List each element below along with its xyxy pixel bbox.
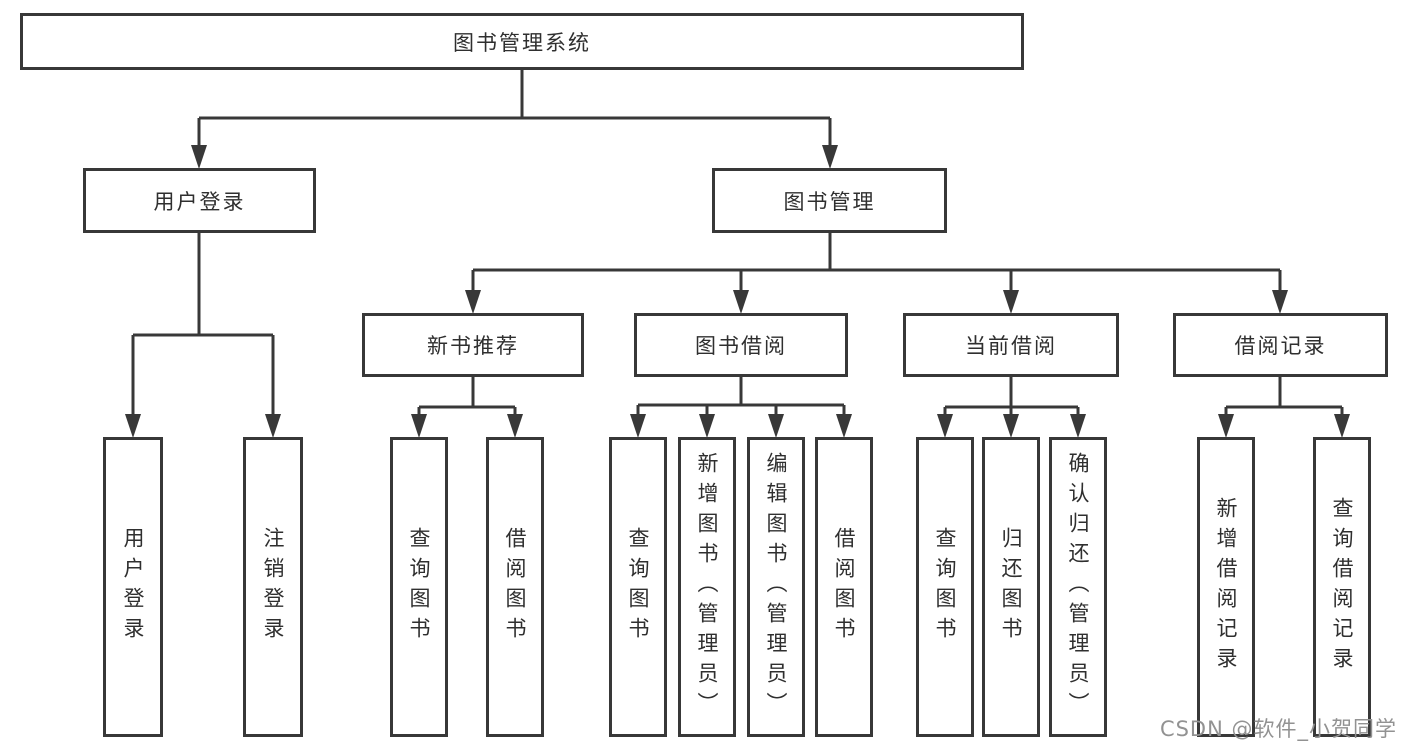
- node-book-borrow: 图书借阅: [634, 313, 848, 377]
- arrow-icon: [699, 414, 715, 438]
- arrow-icon: [768, 414, 784, 438]
- arrow-icon: [1334, 414, 1350, 438]
- arrow-icon: [1070, 414, 1086, 438]
- leaf-logout: 注销登录: [243, 437, 303, 737]
- leaf-borrow-books-recommend: 借阅图书: [486, 437, 544, 737]
- leaf-borrow-books: 借阅图书: [815, 437, 873, 737]
- arrow-icon: [836, 414, 852, 438]
- connector-borrowrecords-to-leaves: [1224, 377, 1344, 417]
- leaf-query-books-current: 查询图书: [916, 437, 974, 737]
- leaf-query-borrow-record: 查询借阅记录: [1313, 437, 1371, 737]
- node-user-login-module: 用户登录: [83, 168, 316, 233]
- arrow-icon: [733, 290, 749, 314]
- leaf-query-books-recommend: 查询图书: [390, 437, 448, 737]
- connector-root-to-level2: [197, 70, 832, 148]
- arrow-icon: [191, 145, 207, 169]
- leaf-user-login: 用户登录: [103, 437, 163, 737]
- leaf-add-book-admin: 新增图书（管理员）: [678, 437, 736, 737]
- arrow-icon: [1003, 414, 1019, 438]
- arrow-icon: [125, 414, 141, 438]
- arrow-icon: [630, 414, 646, 438]
- arrow-icon: [265, 414, 281, 438]
- connector-bookmgmt-to-level3: [471, 233, 1282, 293]
- node-root-system: 图书管理系统: [20, 13, 1024, 70]
- leaf-confirm-return-admin: 确认归还（管理员）: [1049, 437, 1107, 737]
- node-new-book-recommend: 新书推荐: [362, 313, 584, 377]
- leaf-query-books-borrow: 查询图书: [609, 437, 667, 737]
- leaf-return-book: 归还图书: [982, 437, 1040, 737]
- connector-bookborrow-to-leaves: [636, 377, 846, 417]
- arrow-icon: [1218, 414, 1234, 438]
- arrow-icon: [411, 414, 427, 438]
- arrowheads: [125, 145, 1350, 438]
- node-current-borrow: 当前借阅: [903, 313, 1119, 377]
- watermark: CSDN @软件_小贺同学: [1159, 717, 1397, 741]
- leaf-add-borrow-record: 新增借阅记录: [1197, 437, 1255, 737]
- arrow-icon: [465, 290, 481, 314]
- connector-newbookrec-to-leaves: [417, 377, 517, 417]
- leaf-edit-book-admin: 编辑图书（管理员）: [747, 437, 805, 737]
- connector-currentborrow-to-leaves: [943, 377, 1080, 417]
- node-borrow-records: 借阅记录: [1173, 313, 1388, 377]
- node-book-management: 图书管理: [712, 168, 947, 233]
- connector-userlogin-to-leaves: [131, 233, 275, 417]
- arrow-icon: [507, 414, 523, 438]
- arrow-icon: [937, 414, 953, 438]
- arrow-icon: [822, 145, 838, 169]
- arrow-icon: [1003, 290, 1019, 314]
- arrow-icon: [1272, 290, 1288, 314]
